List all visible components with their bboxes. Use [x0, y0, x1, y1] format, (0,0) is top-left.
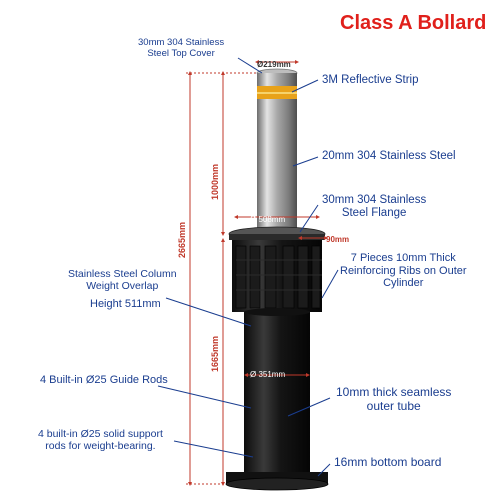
leader-lines — [157, 57, 339, 477]
bollard-height-label: 1000mm — [210, 164, 220, 200]
callout-bottom-board: 16mm bottom board — [334, 455, 442, 469]
callout-guide-rods: 4 Built-in Ø25 Guide Rods — [40, 374, 168, 386]
diagram-title: Class A Bollard — [340, 12, 487, 34]
rib-cylinder — [232, 240, 322, 312]
dimension-lines — [186, 60, 328, 486]
tube-dia-label: Ø 351mm — [250, 370, 285, 379]
callout-height: Height 511mm — [90, 298, 161, 310]
callout-top-cover: 30mm 304 Stainless Steel Top Cover — [138, 37, 225, 59]
flange — [228, 226, 326, 242]
flange-dia-label: Ø 508mm — [250, 215, 285, 224]
top-cover-dia-label: Ø219mm — [257, 60, 291, 69]
callout-flange: 30mm 304 Stainless Steel Flange — [322, 194, 427, 220]
total-height-label: 2665mm — [177, 222, 187, 258]
callout-support-rods: 4 built-in Ø25 solid support rods for we… — [38, 428, 163, 453]
callout-column-overlap: Stainless Steel Column Weight Overlap — [68, 268, 177, 293]
steel-post — [256, 68, 298, 233]
outer-tube — [244, 308, 310, 472]
callout-ribs: 7 Pieces 10mm Thick Reinforcing Ribs on … — [340, 252, 467, 290]
callout-reflective-strip: 3M Reflective Strip — [322, 74, 419, 86]
callout-outer-tube: 10mm thick seamless outer tube — [336, 385, 452, 413]
bottom-board — [225, 472, 329, 491]
flange-offset-label: 90mm — [326, 235, 349, 244]
callout-stainless-steel: 20mm 304 Stainless Steel — [322, 150, 456, 162]
tube-height-label: 1665mm — [210, 336, 220, 372]
